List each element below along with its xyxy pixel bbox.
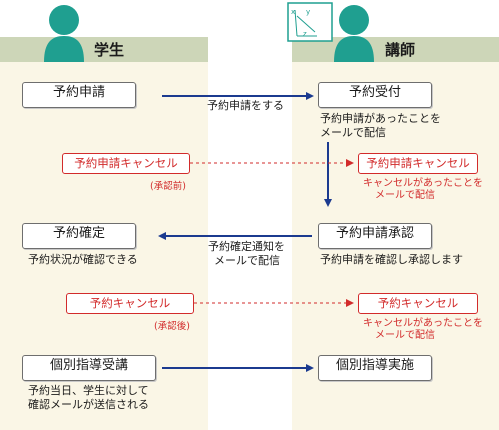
request-cancel-student: 予約申請キャンセル: [62, 153, 190, 174]
request-cancel-note-line1: キャンセルがあったことを: [363, 178, 483, 189]
attend-note-line2: 確認メールが送信される: [28, 398, 149, 411]
confirm-arrow-label-line2: メールで配信: [214, 254, 280, 267]
reservation-cancel-note-line2: メールで配信: [375, 330, 435, 341]
request-arrow-label: 予約申請をする: [207, 99, 284, 112]
confirmed-note: 予約状況が確認できる: [28, 253, 138, 266]
confirm-arrow-label-line1: 予約確定通知を: [208, 240, 285, 253]
attend-note-line1: 予約当日、学生に対して: [28, 384, 149, 397]
student-header-bar: [0, 37, 208, 62]
board-y-symbol: y: [306, 8, 310, 16]
request-cancel-note-line2: メールで配信: [375, 190, 435, 201]
reservation-cancel-teacher: 予約キャンセル: [358, 293, 478, 314]
board-z-symbol: z: [303, 30, 307, 38]
teacher-person-icon: [334, 5, 374, 62]
teacher-column-title: 講師: [385, 41, 416, 59]
step-request: 予約申請: [22, 82, 136, 108]
accept-note-line2: メールで配信: [320, 126, 386, 139]
step-conduct: 個別指導実施: [318, 355, 432, 381]
board-x-symbol: x: [291, 8, 295, 16]
student-person-icon: [44, 5, 84, 62]
step-accept: 予約受付: [318, 82, 432, 108]
student-column-title: 学生: [94, 41, 125, 59]
whiteboard-icon: x y z: [287, 2, 333, 42]
approve-note: 予約申請を確認し承認します: [320, 253, 463, 266]
step-attend: 個別指導受講: [22, 355, 156, 381]
reservation-cancel-condition: (承認後): [154, 321, 190, 332]
request-cancel-condition: (承認前): [150, 181, 186, 192]
step-approve: 予約申請承認: [318, 223, 432, 249]
accept-note-line1: 予約申請があったことを: [320, 112, 441, 125]
request-cancel-teacher: 予約申請キャンセル: [358, 153, 478, 174]
step-confirmed: 予約確定: [22, 223, 136, 249]
reservation-cancel-note-line1: キャンセルがあったことを: [363, 318, 483, 329]
reservation-cancel-student: 予約キャンセル: [66, 293, 194, 314]
